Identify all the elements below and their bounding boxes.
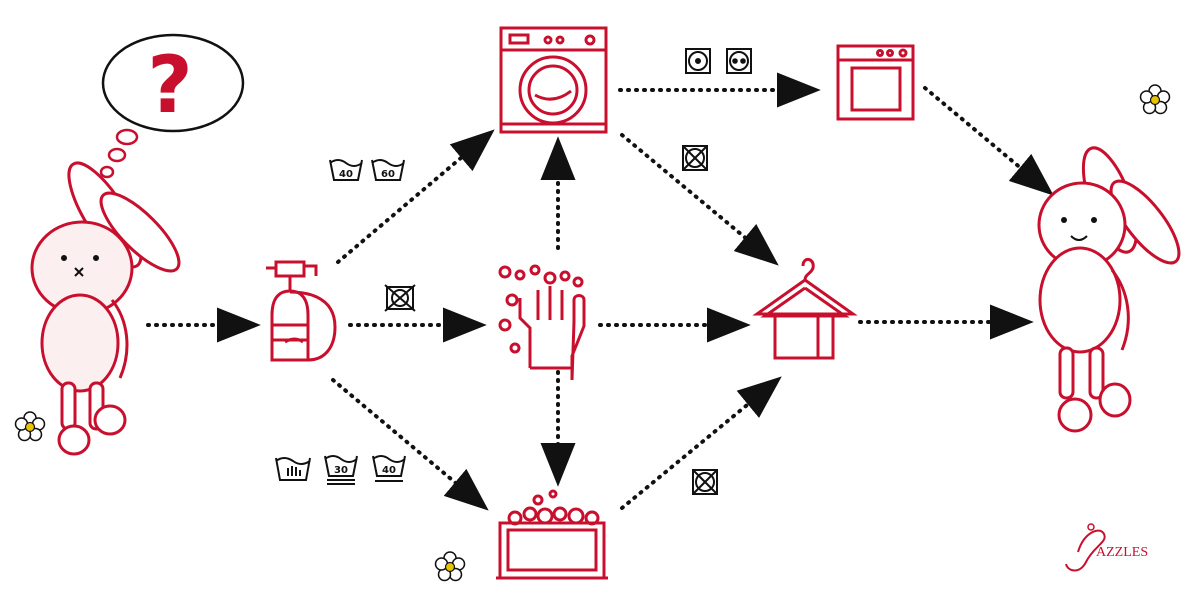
- care-no-tumble-dry-icon-bottom: [692, 469, 718, 495]
- arrow-detergent-to-washer: [336, 129, 495, 264]
- care-tumble-dry-normal-icon: [726, 48, 752, 74]
- flower-decoration-left: [14, 411, 46, 442]
- care-hand-wash-icon: [275, 457, 311, 481]
- svg-text:40: 40: [339, 169, 353, 180]
- brand-logo: AZZLES: [1065, 523, 1148, 572]
- question-mark: ?: [147, 41, 192, 131]
- wash-basin-icon: [496, 489, 608, 580]
- flower-decoration-right: [1139, 84, 1171, 115]
- washing-machine-icon: [499, 26, 608, 134]
- flower-decoration-bottom: [434, 551, 466, 582]
- care-no-tumble-dry-icon-middle: [384, 284, 416, 312]
- svg-text:AZZLES: AZZLES: [1096, 545, 1148, 560]
- hand-wash-icon: [498, 264, 586, 381]
- care-tumble-dry-low-icon: [685, 48, 711, 74]
- care-no-tumble-dry-icon-top: [682, 145, 708, 171]
- flow-arrows: [146, 72, 1054, 511]
- care-wash-60-icon: 60: [371, 159, 405, 181]
- confused-bunny: [30, 161, 181, 456]
- svg-text:40: 40: [382, 465, 396, 476]
- care-tumble-dry-group: [685, 48, 752, 74]
- arrow-dryer-to-end: [923, 86, 1054, 196]
- care-machine-wash-group: 40 60: [329, 159, 405, 181]
- arrow-washer-to-hanger: [620, 133, 779, 266]
- care-wash-40-icon: 40: [329, 159, 363, 181]
- care-wash-30-gentle-icon: 30: [324, 455, 358, 485]
- dryer-icon: [836, 44, 915, 121]
- care-wash-40-gentle-icon: 40: [372, 455, 406, 482]
- svg-text:30: 30: [334, 465, 348, 476]
- care-gentle-wash-group: 30 40: [275, 455, 406, 485]
- arrow-detergent-to-basin: [331, 378, 489, 511]
- arrow-basin-to-hanger: [620, 376, 782, 510]
- happy-bunny: [1037, 146, 1181, 433]
- svg-text:60: 60: [381, 169, 395, 180]
- thought-bubble: ?: [99, 33, 245, 179]
- detergent-bottle-icon: [266, 260, 337, 362]
- hanger-drying-icon: [752, 258, 858, 360]
